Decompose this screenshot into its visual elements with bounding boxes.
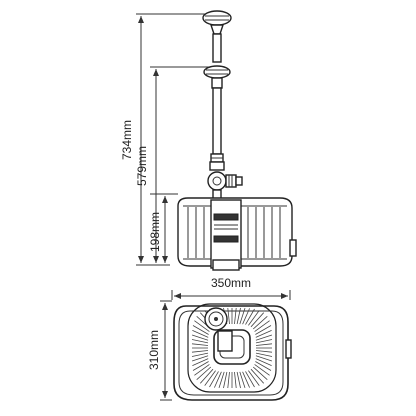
grille-rib [227, 371, 230, 389]
grille-rib [255, 334, 273, 341]
grille-rib [255, 330, 272, 338]
grille-rib [255, 361, 272, 371]
dimension-depth: 310mm [147, 300, 172, 401]
grille-rib [192, 330, 209, 338]
grille-rib [234, 371, 237, 389]
grille-rib [218, 371, 225, 389]
grille-rib [239, 307, 246, 325]
grille-rib [192, 361, 209, 371]
pump-body-side [177, 197, 297, 271]
grille-rib [191, 350, 209, 353]
grille-rib [236, 307, 241, 325]
grille-rib [250, 312, 264, 328]
top-view: 350mm 310mm [147, 276, 292, 401]
grille-rib [191, 352, 209, 357]
grille-rib [255, 339, 273, 344]
grille-rib [254, 320, 270, 332]
grille-rib [194, 364, 210, 376]
grille-rib [250, 368, 264, 384]
grille-rib [194, 320, 210, 332]
grille-rib [245, 371, 255, 388]
grille-rib [209, 371, 219, 388]
pump-body-top [173, 303, 292, 401]
total-height-label: 734mm [120, 120, 134, 160]
grille-rib [191, 334, 209, 341]
diverter-knob [217, 330, 233, 352]
grille-rib [191, 339, 209, 344]
dimension-body-height: 198mm [148, 193, 178, 263]
intake-grille [187, 303, 277, 393]
riser-pipe [210, 87, 224, 163]
grille-rib [248, 310, 260, 326]
grille-rib [252, 316, 268, 330]
grille-rib [242, 371, 250, 388]
grille-rib [255, 325, 272, 335]
grille-rib [227, 307, 230, 325]
grille-rib [192, 358, 209, 366]
grille-rib [255, 350, 273, 353]
grille-rib [255, 352, 273, 357]
grille-rib [191, 343, 209, 346]
side-view: 734mm 579mm 198mm [120, 10, 297, 271]
grille-rib [200, 368, 214, 384]
riser-height-label: 579mm [135, 146, 149, 186]
diverter-valve [207, 161, 243, 201]
grille-rib [245, 308, 255, 325]
grille-rib [254, 364, 270, 376]
grille-rib [192, 325, 209, 335]
depth-label: 310mm [147, 330, 161, 370]
grille-rib [255, 355, 273, 362]
grille-rib [196, 366, 212, 380]
fountain-head [202, 10, 232, 63]
grille-rib [242, 308, 250, 325]
dimension-total-height: 734mm [120, 13, 205, 266]
grille-rib [236, 371, 241, 389]
grille-rib [255, 343, 273, 346]
dimension-width: 350mm [171, 276, 291, 300]
grille-rib [255, 358, 272, 366]
grille-rib [252, 366, 268, 380]
width-label: 350mm [211, 276, 251, 290]
nozzle-dial [204, 307, 228, 331]
grille-rib [234, 307, 237, 325]
nozzle-ring [203, 65, 231, 89]
grille-rib [191, 355, 209, 362]
grille-rib [214, 371, 222, 388]
dimension-riser-height: 579mm [135, 66, 210, 263]
body-height-label: 198mm [148, 212, 162, 252]
grille-outer-ring [187, 303, 277, 393]
grille-rib [204, 370, 216, 386]
grille-rib [248, 370, 260, 386]
body-ribs [187, 207, 281, 258]
grille-rib [223, 371, 228, 389]
grille-rib [239, 371, 246, 389]
